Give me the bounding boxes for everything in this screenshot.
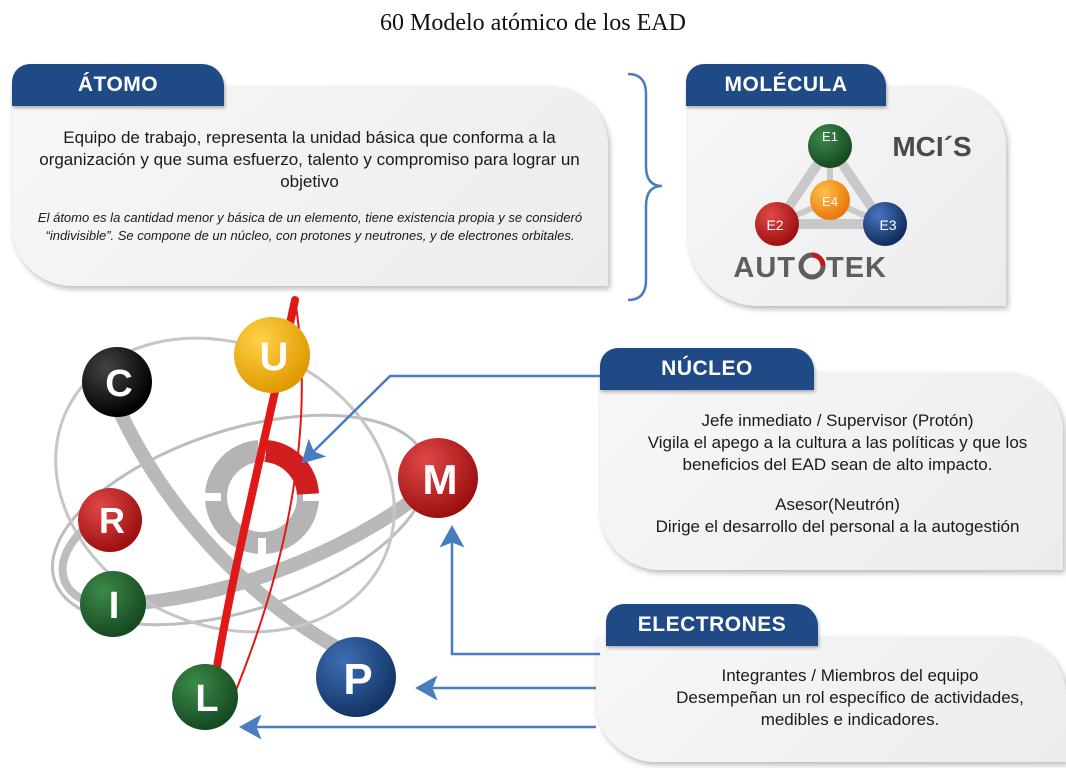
ball-p-letter: P bbox=[343, 655, 372, 704]
curly-brace bbox=[627, 72, 663, 302]
nucleo-tab: NÚCLEO bbox=[600, 348, 814, 390]
orbit-cp bbox=[111, 401, 367, 667]
ball-r: R bbox=[78, 488, 142, 552]
node-e1 bbox=[808, 124, 852, 168]
node-e2 bbox=[755, 202, 799, 246]
node-e4 bbox=[810, 180, 850, 220]
electrones-line-1: Integrantes / Miembros del equipo bbox=[721, 666, 979, 685]
ball-m-letter: M bbox=[423, 456, 458, 503]
node-e4-label: E4 bbox=[822, 194, 838, 209]
ball-m: M bbox=[398, 438, 478, 518]
node-e1-label: E1 bbox=[822, 129, 838, 144]
node-e2-label: E2 bbox=[766, 217, 783, 233]
atomo-note: El átomo es la cantidad menor y básica d… bbox=[37, 210, 583, 243]
nucleo-line-3: beneficios del EAD sean de alto impacto. bbox=[682, 455, 993, 474]
mcis-brand: MCI´S bbox=[892, 131, 971, 162]
nucleo-line-5: Dirige el desarrollo del personal a la a… bbox=[655, 517, 1020, 536]
ball-l: L bbox=[172, 664, 238, 730]
logo-o-icon bbox=[798, 252, 826, 280]
nucleo-text-block: Jefe inmediato / Supervisor (Protón) Vig… bbox=[610, 410, 1065, 538]
page-title: 60 Modelo atómico de los EAD bbox=[380, 10, 686, 36]
node-e3 bbox=[863, 202, 907, 246]
molecule-graphic: E1 E4 E2 E3 MCI´S AUT TEK bbox=[733, 124, 972, 284]
ball-i: I bbox=[80, 571, 146, 637]
ball-l-letter: L bbox=[195, 678, 218, 720]
electrones-card bbox=[596, 636, 1066, 762]
logo-text-left: AUT bbox=[733, 252, 796, 284]
atomo-card bbox=[12, 86, 608, 286]
nucleo-line-1: Jefe inmediato / Supervisor (Protón) bbox=[701, 411, 974, 430]
arrow-electrones-to-m bbox=[439, 525, 600, 656]
atomo-tab: ÁTOMO bbox=[12, 64, 224, 106]
ball-c: C bbox=[82, 347, 152, 417]
electrones-line-3: medibles e indicadores. bbox=[760, 710, 940, 729]
ball-r-letter: R bbox=[99, 500, 125, 541]
electrones-text-block: Integrantes / Miembros del equipo Desemp… bbox=[640, 665, 1060, 731]
atom-graphic: C U M R I P L bbox=[50, 296, 478, 730]
nucleo-line-4: Asesor(Neutrón) bbox=[775, 495, 900, 514]
nucleo-card bbox=[600, 372, 1063, 570]
electrones-line-2: Desempeñan un rol específico de activida… bbox=[676, 688, 1024, 707]
electrones-tab: ELECTRONES bbox=[606, 604, 818, 646]
arrow-nucleo-to-nucleus bbox=[301, 374, 600, 464]
ball-p: P bbox=[316, 637, 396, 717]
ball-u-letter: U bbox=[260, 335, 289, 379]
ball-u: U bbox=[234, 317, 310, 393]
logo-text-right: TEK bbox=[826, 252, 887, 284]
nucleo-line-2: Vigila el apego a la cultura a las polít… bbox=[647, 433, 1028, 452]
molecula-tab: MOLÉCULA bbox=[686, 64, 886, 106]
ball-c-letter: C bbox=[105, 363, 132, 405]
ball-i-letter: I bbox=[109, 585, 120, 627]
node-e3-label: E3 bbox=[879, 217, 896, 233]
atomo-main-text: Equipo de trabajo, representa la unidad … bbox=[39, 128, 580, 191]
